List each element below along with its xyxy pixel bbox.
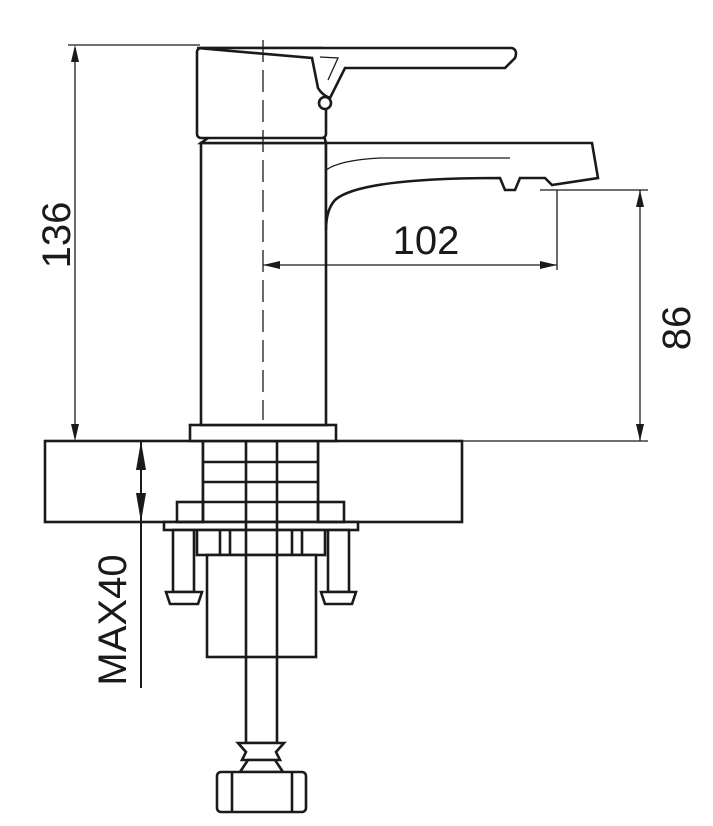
dimension-max40-label: MAX40	[91, 554, 135, 685]
dimension-102-label: 102	[393, 219, 460, 263]
dimension-136: 136	[35, 44, 200, 442]
dimension-102: 102	[263, 190, 558, 270]
dimension-max40: MAX40	[91, 441, 146, 688]
dimension-86: 86	[336, 189, 699, 442]
dimension-136-label: 136	[35, 202, 79, 269]
faucet-body	[188, 40, 600, 443]
countertop	[43, 439, 464, 524]
dimension-86-label: 86	[655, 306, 699, 351]
mounting-hardware	[162, 439, 360, 814]
